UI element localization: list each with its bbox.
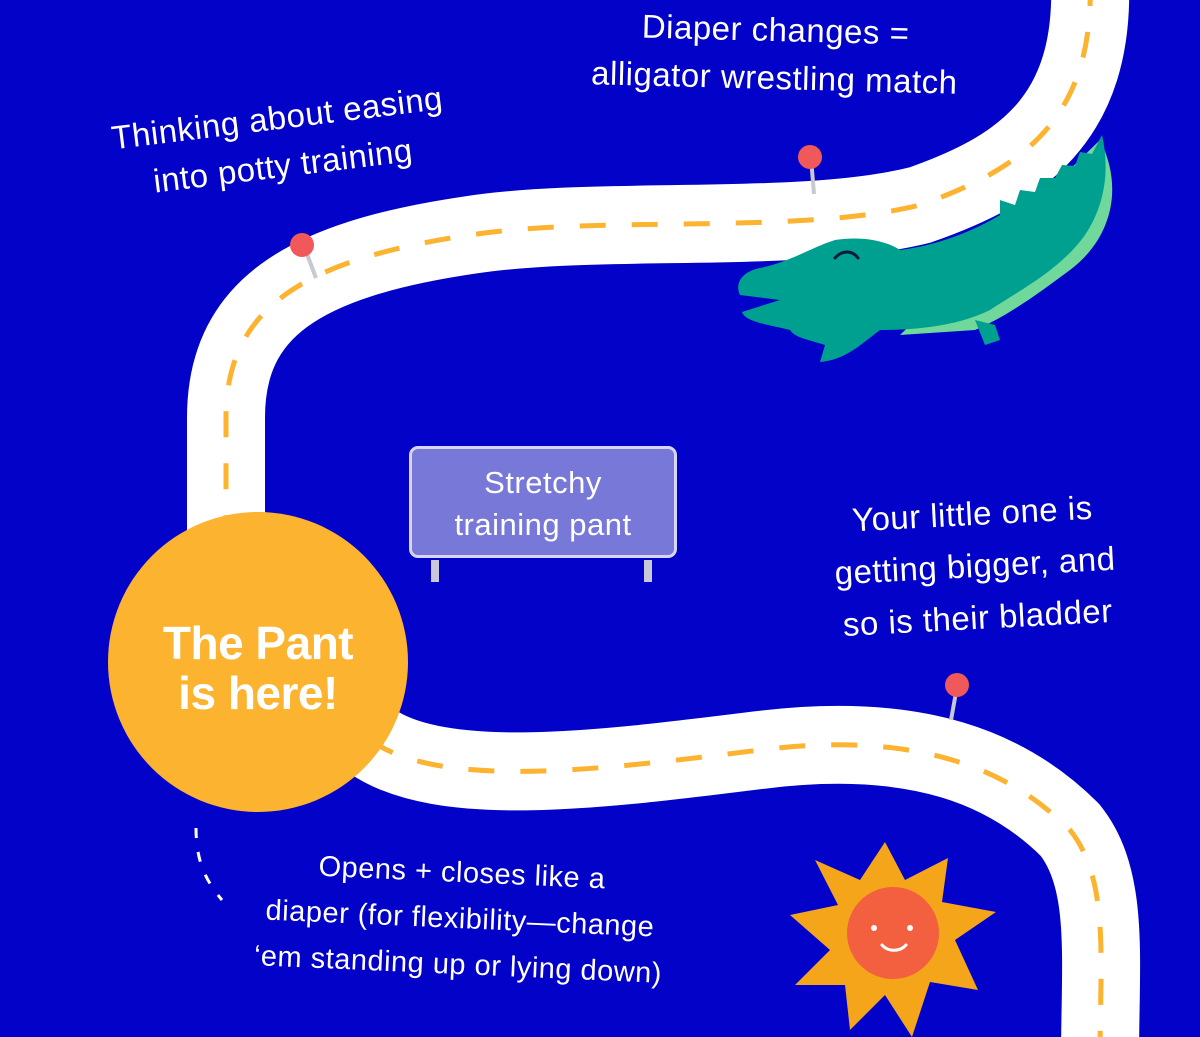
alligator-icon <box>738 135 1113 362</box>
road-center-dashes <box>223 0 1104 1037</box>
pant-badge-text: The Pant is here! <box>108 618 408 718</box>
map-pin-icon <box>798 145 822 195</box>
sign-line: training pant <box>454 507 632 542</box>
sign-post <box>644 560 652 582</box>
trail-dashes <box>194 827 224 901</box>
sun-icon <box>790 842 996 1037</box>
bladder-note: Your little one is getting bigger, and s… <box>786 478 1164 653</box>
map-pin-icon <box>945 673 969 721</box>
sign-line: Stretchy <box>484 465 602 500</box>
badge-line: is here! <box>178 667 338 719</box>
road-sign: Stretchy training pant <box>409 446 677 558</box>
opens-closes-note: Opens + closes like a diaper (for flexib… <box>222 840 698 998</box>
map-pin-icon <box>290 233 318 279</box>
diaper-changes-note: Diaper changes = alligator wrestling mat… <box>539 0 1011 108</box>
pant-badge-circle <box>108 512 408 812</box>
badge-line: The Pant <box>162 617 354 669</box>
sign-post <box>431 560 439 582</box>
